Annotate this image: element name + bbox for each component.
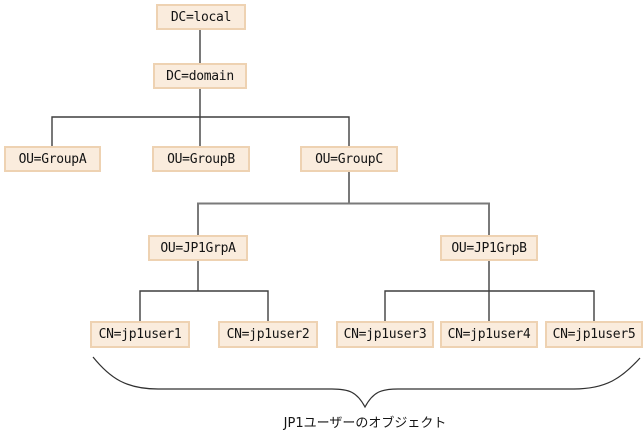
node-dc-domain: DC=domain — [153, 63, 247, 89]
edge-rail-users-1-2 — [139, 290, 269, 321]
brace — [92, 356, 641, 409]
node-ou-jp1grpb: OU=JP1GrpB — [440, 235, 538, 261]
node-ou-groupb: OU=GroupB — [152, 146, 250, 172]
node-cn-jp1user3: CN=jp1user3 — [336, 321, 434, 348]
edge-rail-users-3-5 — [384, 290, 595, 321]
node-cn-jp1user1: CN=jp1user1 — [90, 321, 190, 348]
node-ou-groupc: OU=GroupC — [300, 146, 398, 172]
node-cn-jp1user4: CN=jp1user4 — [440, 321, 538, 348]
node-ou-jp1grpa: OU=JP1GrpA — [148, 235, 248, 261]
brace-caption: JP1ユーザーのオブジェクト — [283, 416, 447, 431]
node-ou-groupa: OU=GroupA — [4, 146, 101, 172]
edge-rail-jp1grps — [197, 202, 490, 235]
node-cn-jp1user5: CN=jp1user5 — [545, 321, 643, 348]
edge-rail-ou-groups — [51, 116, 350, 146]
node-cn-jp1user2: CN=jp1user2 — [218, 321, 318, 348]
node-dc-local: DC=local — [156, 4, 246, 30]
